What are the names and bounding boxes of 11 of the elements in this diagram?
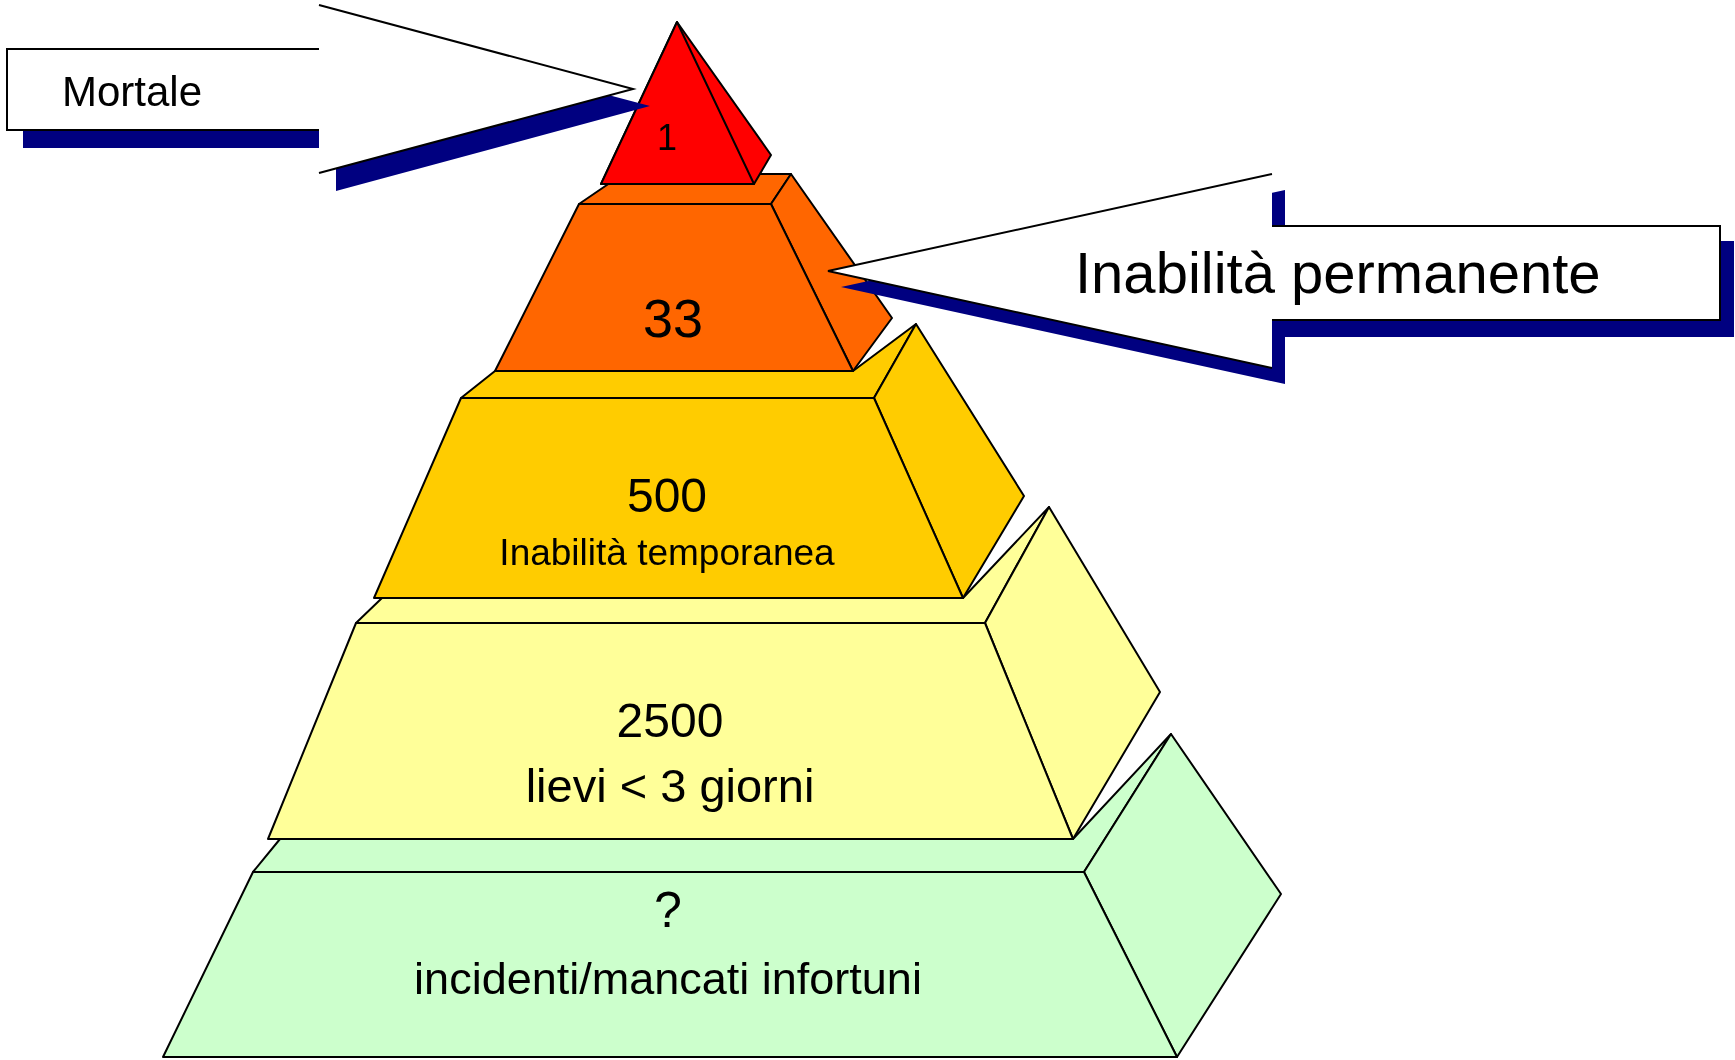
tier-label: Inabilità temporanea xyxy=(499,532,835,574)
tier-count: ? xyxy=(654,882,682,938)
tier-count: 500 xyxy=(626,469,708,523)
callout-label: Inabilità permanente xyxy=(1075,241,1601,305)
tier-label: lievi < 3 giorni xyxy=(525,760,815,812)
tier-count: 1 xyxy=(657,118,677,158)
callout-box xyxy=(6,48,319,131)
tier-count: 2500 xyxy=(616,694,724,748)
tier-label: incidenti/mancati infortuni xyxy=(414,954,922,1004)
tier-count: 33 xyxy=(642,289,704,349)
callout-label: Mortale xyxy=(62,68,203,116)
